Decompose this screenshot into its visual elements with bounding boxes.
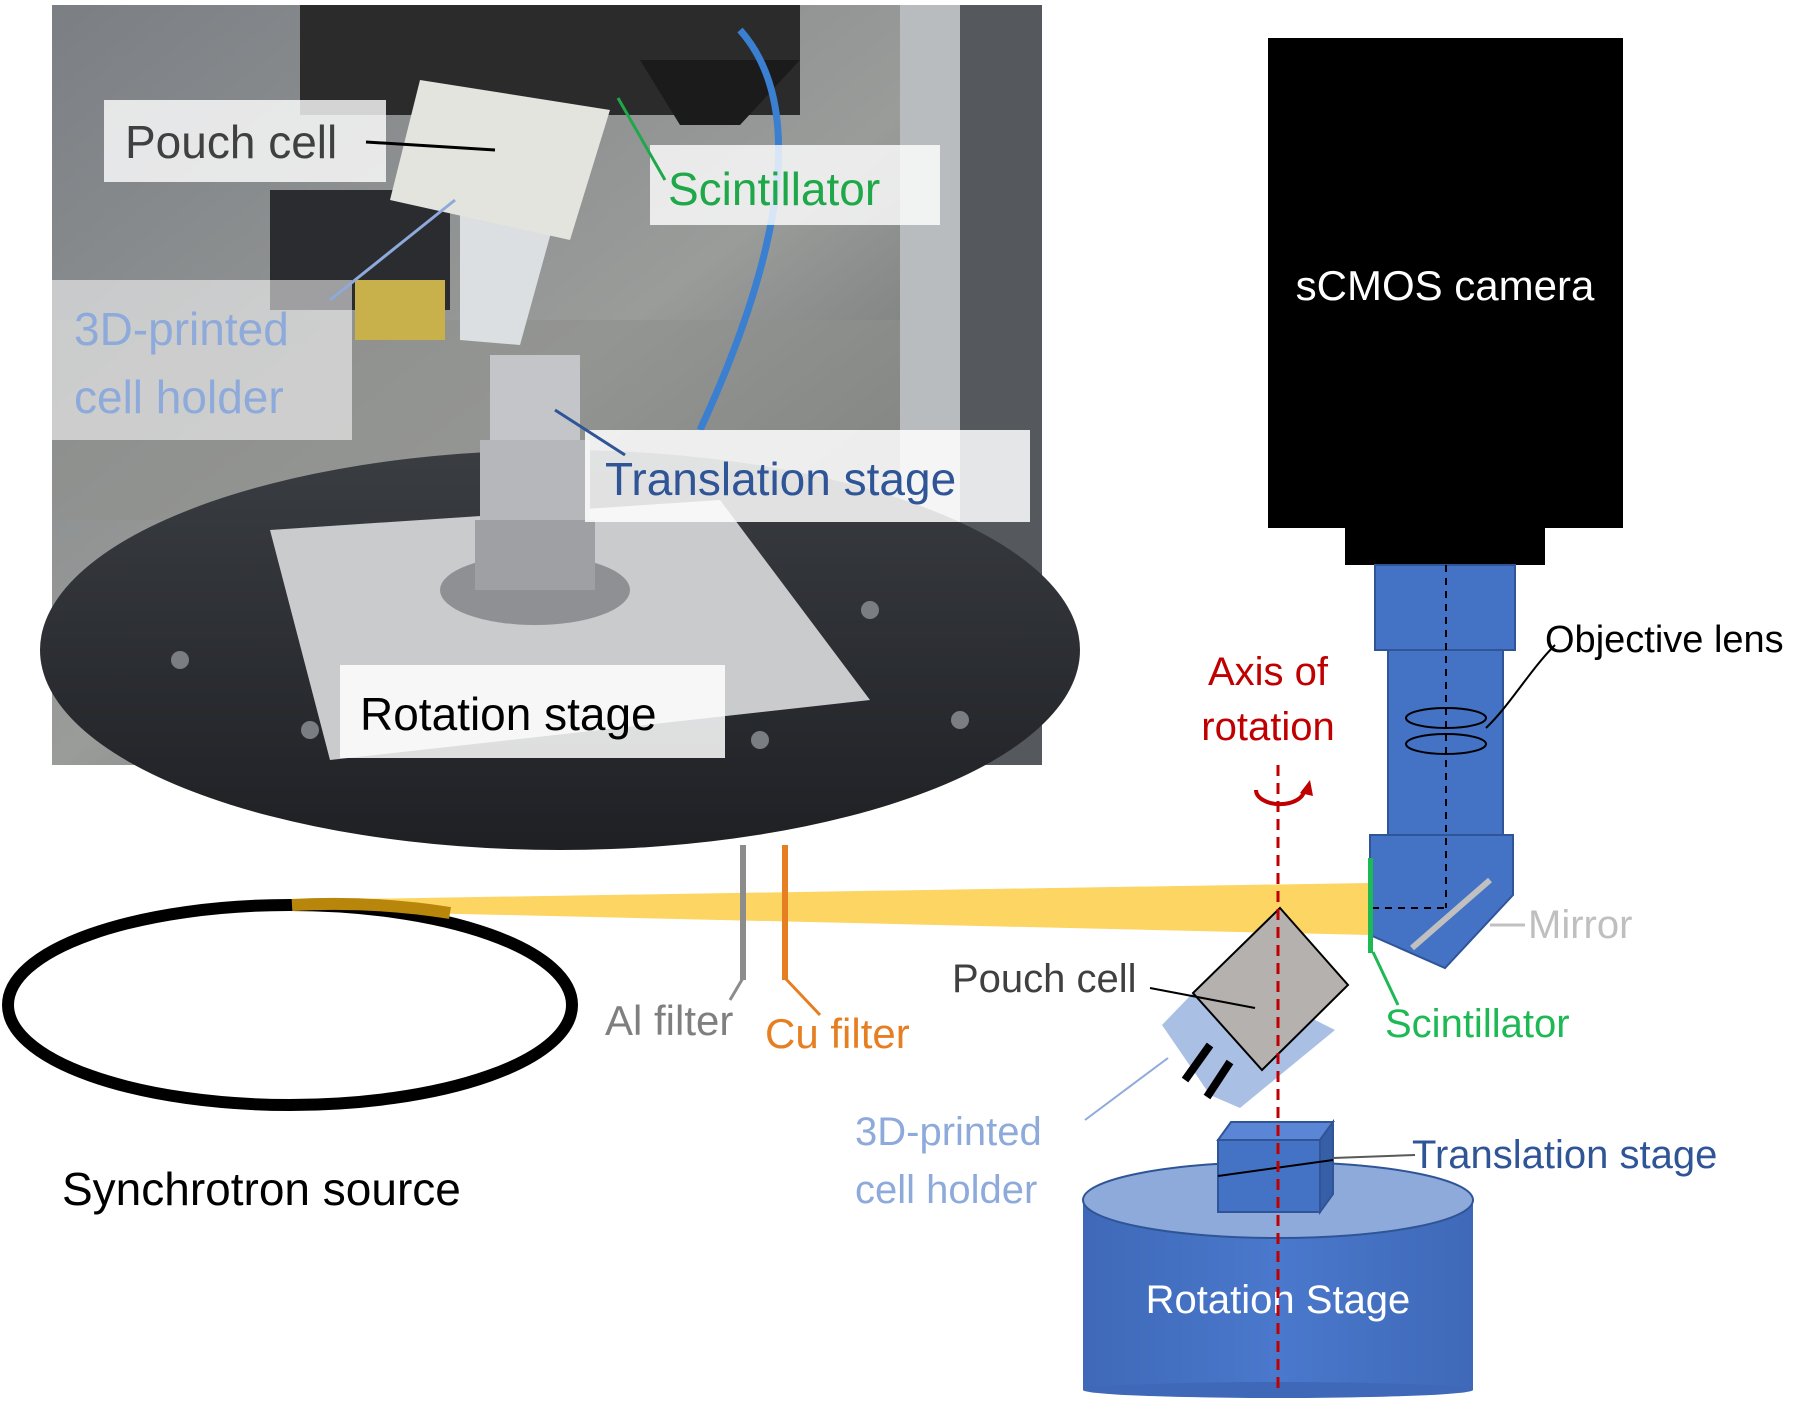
photo-screw bbox=[951, 711, 969, 729]
photo-screw bbox=[861, 601, 879, 619]
photo-translation-leader bbox=[554, 408, 626, 457]
scintillator-label: Scintillator bbox=[1385, 1002, 1570, 1046]
photo-detector-nose bbox=[640, 60, 800, 125]
scintillator-leader bbox=[1371, 951, 1400, 1006]
translation-stage-side bbox=[1319, 1118, 1334, 1216]
mirror bbox=[1410, 877, 1492, 951]
scintillator bbox=[1368, 858, 1373, 953]
objective-lens-element bbox=[1405, 707, 1487, 729]
camera-label: sCMOS camera bbox=[1296, 262, 1595, 309]
cell-tab bbox=[1181, 1042, 1214, 1083]
photo-label-box bbox=[340, 665, 725, 758]
cu-filter-label: Cu filter bbox=[765, 1010, 910, 1057]
axis-label-2: rotation bbox=[1201, 705, 1334, 749]
synchrotron-source-label: Synchrotron source bbox=[62, 1163, 461, 1215]
photo-pouch-cell bbox=[390, 80, 610, 240]
photo-label-box bbox=[585, 430, 1030, 522]
al-filter-leader bbox=[728, 977, 745, 1001]
pouch-cell-label: Pouch cell bbox=[952, 957, 1137, 1001]
photo-screw bbox=[301, 721, 319, 739]
al-filter bbox=[740, 845, 746, 980]
axis-label-1: Axis of bbox=[1208, 650, 1329, 694]
cell-tab bbox=[1203, 1059, 1234, 1100]
photo-translation-stage bbox=[480, 440, 590, 520]
photo-rotation-stage-label: Rotation stage bbox=[360, 688, 657, 740]
translation-stage-front bbox=[1217, 1139, 1321, 1213]
objective-lens-leader bbox=[1485, 644, 1556, 729]
mirror-housing bbox=[1369, 834, 1514, 970]
translation-stage-split bbox=[1217, 1159, 1334, 1177]
cu-filter-leader bbox=[783, 976, 822, 1017]
sCMOS-camera bbox=[1268, 38, 1623, 528]
photo-stage-cylinder bbox=[475, 520, 595, 590]
mirror-label: Mirror bbox=[1528, 903, 1632, 947]
photo-yellow-box bbox=[355, 280, 445, 340]
synchrotron-ring bbox=[2, 899, 578, 1111]
cell-holder-label-1: 3D-printed bbox=[855, 1110, 1042, 1154]
cu-filter bbox=[782, 845, 788, 980]
pouch-cell bbox=[1191, 906, 1350, 1072]
photo-label-box bbox=[52, 280, 352, 440]
synchrotron-tangent-segment bbox=[291, 897, 451, 919]
photo-scintillator-label: Scintillator bbox=[668, 163, 880, 215]
xray-beam bbox=[290, 883, 1370, 935]
photo-label-box bbox=[104, 100, 386, 182]
photo-translation-stage-label: Translation stage bbox=[605, 453, 956, 505]
rotation-arrow bbox=[1254, 789, 1306, 807]
photo-screw bbox=[751, 731, 769, 749]
camera-mount bbox=[1345, 528, 1545, 565]
photo-holder-label-1: 3D-printed bbox=[74, 303, 289, 355]
photo-label-box bbox=[650, 145, 940, 225]
photo-stage-upper bbox=[490, 355, 580, 440]
objective-lens-element bbox=[1405, 733, 1487, 755]
cell-holder-label-2: cell holder bbox=[855, 1168, 1037, 1212]
pouch-cell-leader bbox=[1149, 987, 1256, 1009]
translation-stage-label: Translation stage bbox=[1412, 1133, 1717, 1177]
photo-pouch-cell-leader bbox=[365, 140, 496, 152]
schematic: Synchrotron source Al filter Cu filter s… bbox=[2, 38, 1784, 1398]
rotation-arrowhead bbox=[1300, 780, 1313, 796]
translation-stage-top bbox=[1216, 1121, 1335, 1141]
al-filter-label: Al filter bbox=[605, 997, 733, 1044]
photo-scintillator-leader bbox=[616, 97, 667, 181]
cell-holder-leader bbox=[1084, 1057, 1169, 1121]
translation-stage-leader bbox=[1332, 1154, 1416, 1159]
photo-pouch-cell-label: Pouch cell bbox=[125, 116, 337, 168]
photo-holder-label-2: cell holder bbox=[74, 371, 284, 423]
photo-holder-leader bbox=[329, 198, 456, 302]
objective-lens-label: Objective lens bbox=[1545, 619, 1784, 661]
photograph: Pouch cell Scintillator 3D-printed cell … bbox=[40, 5, 1080, 850]
photo-screw bbox=[171, 651, 189, 669]
rotation-stage-bottom bbox=[1083, 1382, 1473, 1398]
